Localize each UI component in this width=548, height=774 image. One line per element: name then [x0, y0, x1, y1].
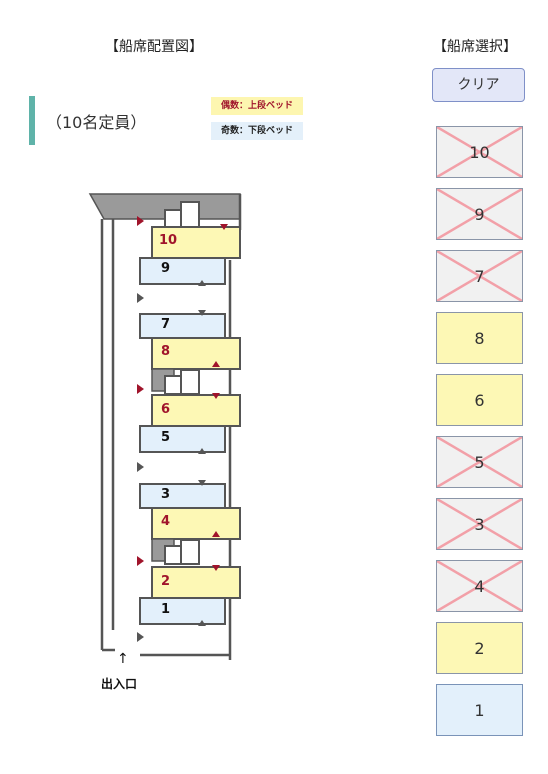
berth-label-4: 4: [161, 514, 171, 529]
exit-arrow-icon: ↑: [117, 651, 129, 667]
seat-button-label: 4: [474, 577, 485, 596]
berth-4-shape: [151, 507, 241, 540]
unavailable-cross-icon: [437, 127, 522, 177]
berth-label-2: 2: [161, 574, 171, 589]
berth-label-5: 5: [161, 430, 171, 445]
unavailable-cross-icon: [437, 561, 522, 611]
berth-10-shape: [151, 226, 241, 259]
unavailable-cross-icon: [437, 437, 522, 487]
legend-odd-lower: 奇数：下段ベッド: [211, 122, 303, 140]
seat-button-label: 10: [469, 143, 490, 162]
seat-button-label: 5: [474, 453, 485, 472]
berth-label-9: 9: [161, 261, 171, 276]
seat-button-2[interactable]: 2: [436, 622, 523, 674]
berth-label-1: 1: [161, 602, 171, 617]
seat-button-label: 2: [474, 639, 485, 658]
berth-6-shape: [151, 394, 241, 427]
seat-button-10[interactable]: 10: [436, 126, 523, 178]
seat-button-6[interactable]: 6: [436, 374, 523, 426]
berth-7-shape: [139, 313, 226, 339]
berth-3-shape: [139, 483, 226, 509]
up-down-arrow: [220, 224, 228, 230]
berth-label-6: 6: [161, 402, 171, 417]
berth-label-7: 7: [161, 317, 171, 332]
seat-button-label: 3: [474, 515, 485, 534]
unavailable-cross-icon: [437, 499, 522, 549]
berth-1-shape: [139, 597, 226, 625]
select-heading: 【船席選択】: [433, 39, 517, 55]
berth-label-3: 3: [161, 487, 171, 502]
seat-button-4[interactable]: 4: [436, 560, 523, 612]
berth-label-8: 8: [161, 344, 171, 359]
seat-button-5[interactable]: 5: [436, 436, 523, 488]
berth-9-shape: [139, 257, 226, 285]
seat-button-1[interactable]: 1: [436, 684, 523, 736]
unavailable-cross-icon: [437, 189, 522, 239]
exit-label: 出入口: [101, 677, 138, 691]
entry-arrow-10: [137, 216, 144, 226]
berth-layout-diagram: [88, 193, 242, 660]
seat-button-3[interactable]: 3: [436, 498, 523, 550]
capacity-accent-bar: [29, 96, 35, 145]
berth-label-10: 10: [159, 233, 178, 248]
unavailable-cross-icon: [437, 251, 522, 301]
seat-button-label: 7: [474, 267, 485, 286]
capacity-label: （10名定員）: [46, 113, 147, 132]
seat-button-label: 8: [474, 329, 485, 348]
seat-button-label: 1: [474, 701, 485, 720]
clear-button[interactable]: クリア: [432, 68, 525, 102]
berth-8-shape: [151, 337, 241, 370]
legend-even-upper: 偶数：上段ベッド: [211, 97, 303, 115]
berth-5-shape: [139, 425, 226, 453]
seat-button-9[interactable]: 9: [436, 188, 523, 240]
seat-button-7[interactable]: 7: [436, 250, 523, 302]
seat-button-8[interactable]: 8: [436, 312, 523, 364]
seat-button-label: 9: [474, 205, 485, 224]
seat-button-label: 6: [474, 391, 485, 410]
layout-heading: 【船席配置図】: [105, 39, 203, 55]
